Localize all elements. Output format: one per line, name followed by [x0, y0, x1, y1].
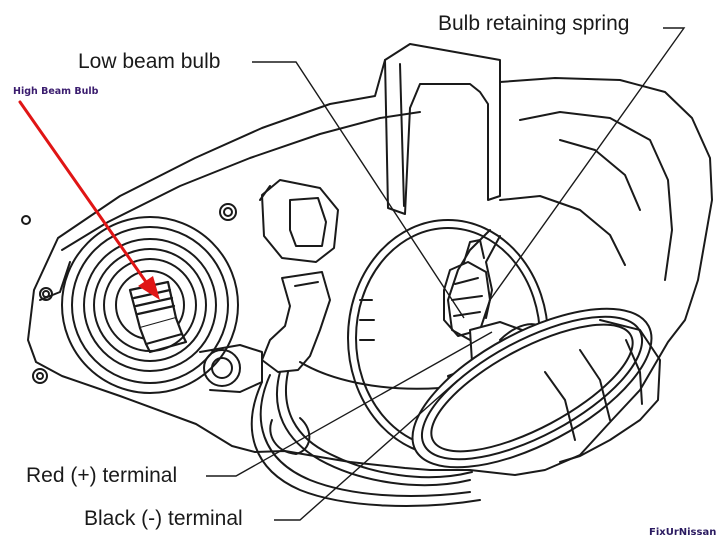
leader-black-terminal	[274, 379, 459, 521]
high-beam-connector	[199, 271, 331, 393]
leader-spring	[489, 27, 686, 301]
leader-lines	[206, 27, 686, 521]
label-high-beam-bulb: High Beam Bulb	[13, 86, 99, 97]
wiring-harness	[250, 361, 481, 507]
watermark: FixUrNissan	[649, 527, 717, 538]
mounting-tab	[384, 59, 501, 215]
label-bulb-retaining-spring: Bulb retaining spring	[436, 12, 632, 36]
bulb-retaining-spring	[447, 229, 501, 341]
high-beam-reflector	[61, 216, 239, 394]
dust-cap	[411, 307, 661, 469]
headlight-housing-outline	[27, 43, 713, 476]
label-low-beam-bulb: Low beam bulb	[76, 50, 223, 74]
label-black-terminal: Black (-) terminal	[82, 507, 245, 531]
leader-red-terminal	[206, 331, 493, 477]
high-beam-bulb	[128, 280, 188, 354]
label-red-terminal: Red (+) terminal	[24, 464, 180, 488]
leader-low-beam	[252, 61, 465, 319]
aiming-adjuster	[259, 179, 339, 263]
high-beam-arrow	[18, 100, 160, 300]
